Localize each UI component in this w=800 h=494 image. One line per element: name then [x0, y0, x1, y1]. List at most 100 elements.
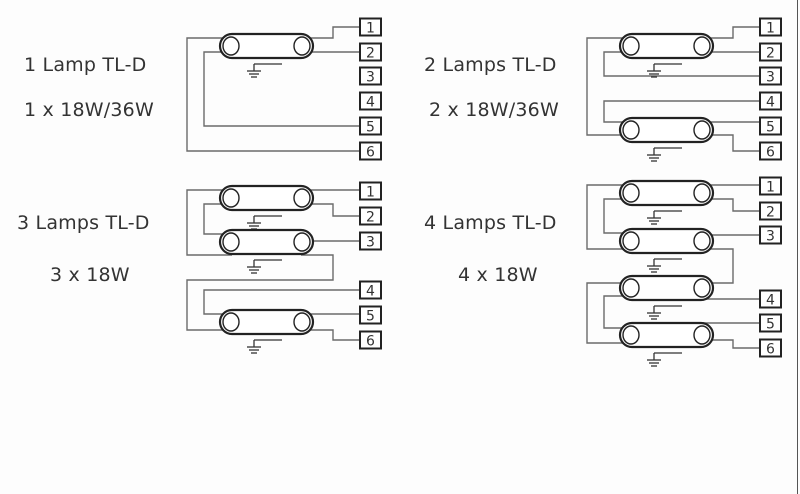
terminal-number: 4 [366, 284, 375, 300]
terminal-number: 1 [766, 180, 775, 196]
terminal-number: 2 [366, 46, 375, 62]
wire [203, 289, 360, 315]
terminal-4: 4 [359, 91, 382, 111]
wire [701, 198, 760, 212]
terminal-3: 3 [359, 231, 382, 251]
terminal-number: 2 [766, 46, 775, 62]
lamp-left-filament [222, 312, 240, 332]
diagram-2-title: 2 Lamps TL-D [424, 54, 557, 76]
lamp-tube-body [218, 228, 315, 256]
terminal-number: 6 [366, 334, 375, 350]
lamp-tube-body [618, 116, 715, 144]
terminal-number: 2 [766, 205, 775, 221]
lamp-tube-body [618, 227, 715, 255]
diagram-1-title: 1 Lamp TL-D [24, 54, 147, 76]
ground-icon [247, 259, 282, 274]
terminal-5: 5 [359, 116, 382, 136]
terminal-1: 1 [359, 17, 382, 37]
wire [701, 134, 760, 152]
ground-icon [647, 63, 682, 78]
wire [586, 184, 632, 250]
wire [586, 282, 632, 344]
terminal-2: 2 [759, 201, 782, 221]
lamp-3 [618, 274, 715, 302]
terminal-number: 6 [766, 145, 775, 161]
terminal-1: 1 [759, 176, 782, 196]
terminal-6: 6 [359, 330, 382, 350]
diagram-4-title: 4 Lamps TL-D [424, 212, 557, 234]
lamp-tube-body [618, 274, 715, 302]
ground-icon [647, 210, 682, 225]
terminal-2: 2 [359, 206, 382, 226]
terminal-number: 6 [766, 342, 775, 358]
terminal-3: 3 [759, 225, 782, 245]
wire [203, 203, 232, 235]
lamp-1 [618, 32, 715, 60]
ground-icon [647, 352, 682, 367]
wire [301, 203, 360, 217]
terminal-3: 3 [759, 66, 782, 86]
wire [301, 329, 360, 341]
lamp-right-filament [693, 183, 711, 203]
lamp-tube-body [618, 321, 715, 349]
lamp-1 [218, 32, 315, 60]
diagram-3-subtitle: 3 x 18W [50, 264, 130, 286]
ground-icon [647, 147, 682, 162]
lamp-left-filament [222, 188, 240, 208]
page-border [797, 0, 798, 494]
terminal-number: 5 [766, 317, 775, 333]
terminal-number: 1 [366, 21, 375, 37]
terminal-5: 5 [759, 313, 782, 333]
terminal-6: 6 [359, 141, 382, 161]
wire [701, 339, 760, 349]
wire [701, 26, 760, 39]
wire [186, 189, 232, 256]
lamp-2 [218, 228, 315, 256]
terminal-6: 6 [759, 141, 782, 161]
terminal-number: 1 [766, 21, 775, 37]
terminal-number: 3 [766, 70, 775, 86]
terminal-4: 4 [759, 289, 782, 309]
terminal-number: 1 [366, 185, 375, 201]
terminal-5: 5 [359, 305, 382, 325]
wire [586, 37, 632, 136]
lamp-right-filament [693, 231, 711, 251]
lamp-right-filament [293, 36, 311, 56]
terminal-number: 3 [366, 235, 375, 251]
terminal-4: 4 [359, 280, 382, 300]
ground-icon [247, 63, 282, 78]
lamp-right-filament [693, 325, 711, 345]
terminal-number: 2 [366, 210, 375, 226]
lamp-1 [618, 179, 715, 207]
terminal-2: 2 [759, 42, 782, 62]
terminal-number: 4 [766, 293, 775, 309]
lamp-right-filament [293, 232, 311, 252]
wire [186, 37, 360, 152]
lamp-2 [618, 116, 715, 144]
wire [301, 26, 360, 39]
terminal-5: 5 [759, 116, 782, 136]
terminal-1: 1 [759, 17, 782, 37]
lamp-right-filament [693, 36, 711, 56]
lamp-right-filament [293, 312, 311, 332]
terminal-number: 4 [366, 95, 375, 111]
lamp-left-filament [222, 232, 240, 252]
wire [603, 51, 760, 77]
terminal-1: 1 [359, 181, 382, 201]
ground-icon [647, 305, 682, 320]
lamp-right-filament [693, 120, 711, 140]
lamp-right-filament [693, 278, 711, 298]
lamp-left-filament [222, 36, 240, 56]
lamp-3 [218, 308, 315, 336]
terminal-number: 4 [766, 95, 775, 111]
lamp-left-filament [622, 278, 640, 298]
terminal-3: 3 [359, 66, 382, 86]
terminal-number: 3 [366, 70, 375, 86]
wire [701, 248, 734, 284]
diagram-4-subtitle: 4 x 18W [458, 264, 538, 286]
wire [203, 51, 360, 127]
lamp-tube-body [218, 308, 315, 336]
terminal-4: 4 [759, 91, 782, 111]
lamp-left-filament [622, 325, 640, 345]
